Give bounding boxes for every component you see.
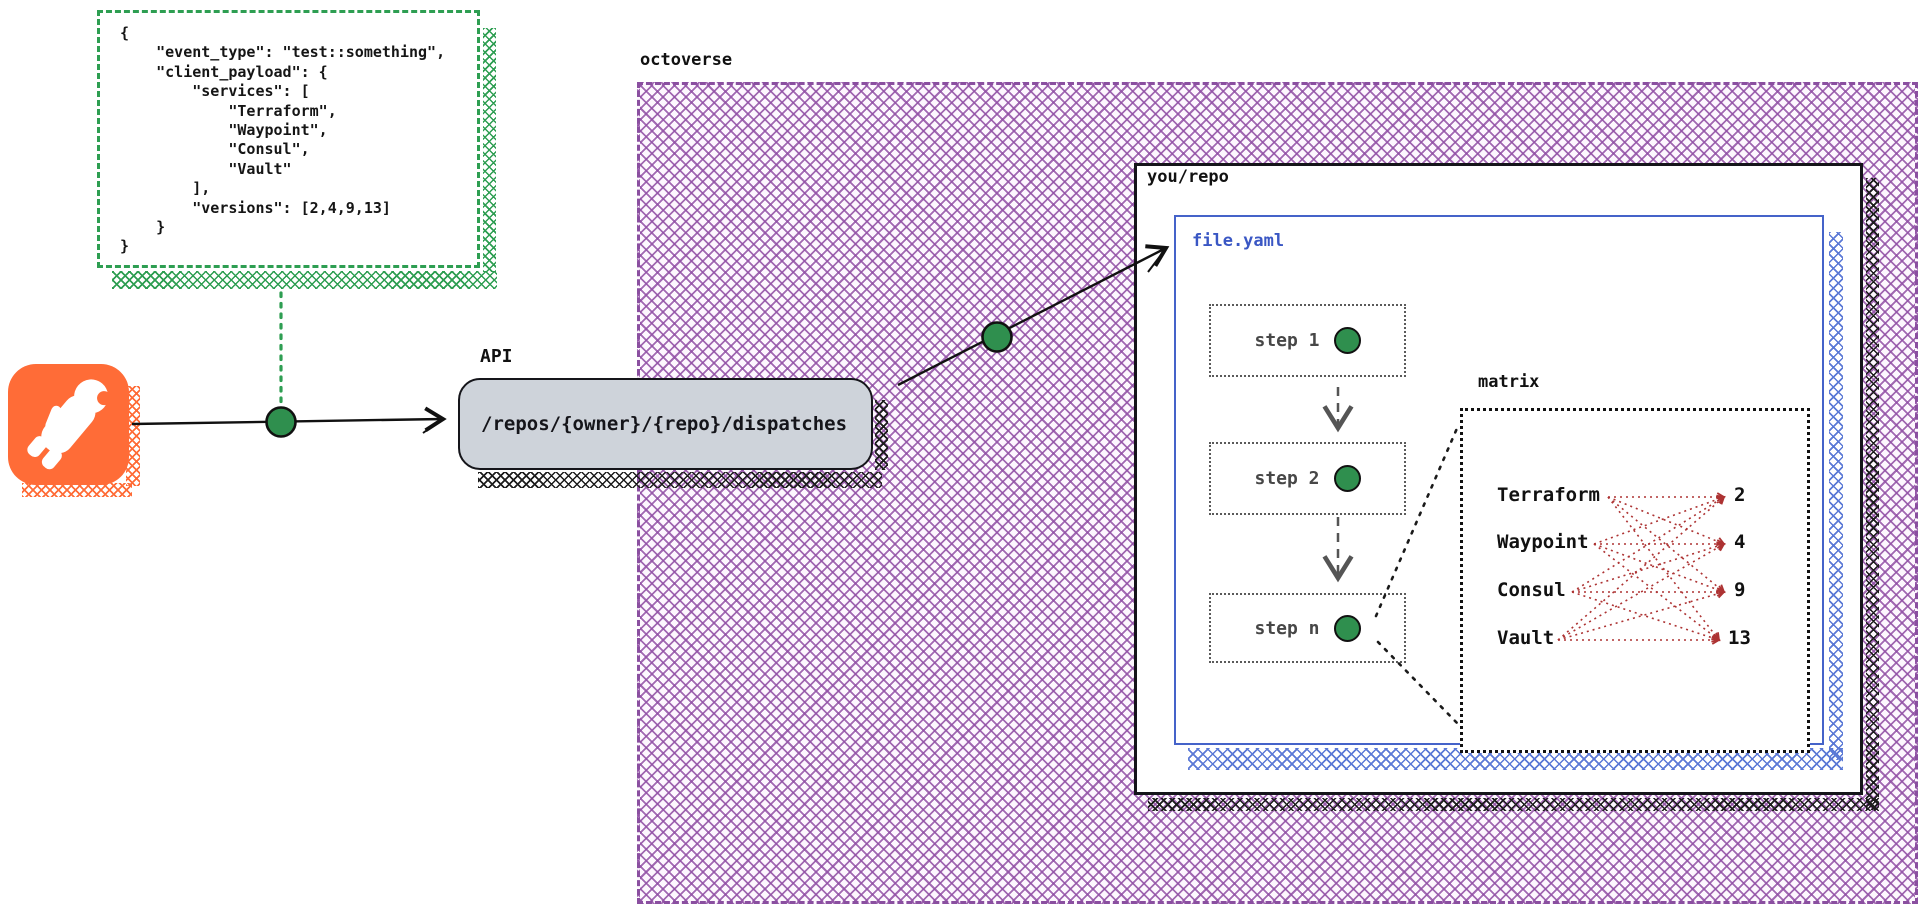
json-line: "Terraform", (120, 101, 337, 120)
json-line: "Consul", (120, 140, 310, 159)
json-box-shadow-bottom (112, 271, 497, 289)
json-line: "versions": [2,4,9,13] (120, 198, 391, 217)
postman-to-api-arrowhead-stroke (422, 419, 442, 434)
json-line: { (120, 24, 130, 42)
repo-label: you/repo (1147, 167, 1229, 187)
json-line: ], (120, 179, 211, 198)
step-label: step 1 (1254, 330, 1320, 351)
json-line: "event_type": "test::something", (120, 43, 446, 62)
step-box-1: step 1 (1209, 304, 1406, 377)
postman-icon (8, 364, 129, 485)
octoverse-label: octoverse (640, 50, 733, 70)
matrix-version-4: 4 (1734, 531, 1746, 553)
matrix-label: matrix (1478, 372, 1540, 392)
json-line: } (120, 237, 130, 256)
postman-astronaut-glyph (27, 379, 112, 470)
postman-shadow-bottom (22, 483, 132, 497)
api-endpoint-box: /repos/{owner}/{repo}/dispatches (458, 378, 873, 470)
step-box-n: step n (1209, 593, 1406, 663)
step-status-dot (1333, 327, 1361, 354)
step-status-dot (1333, 465, 1361, 492)
file-yaml-label: file.yaml (1192, 231, 1285, 251)
matrix-version-2: 2 (1734, 484, 1746, 506)
json-box-shadow-right (483, 28, 496, 272)
payload-event-dot (265, 406, 297, 438)
api-label: API (480, 346, 513, 367)
step-label: step n (1254, 617, 1320, 639)
matrix-version-13: 13 (1728, 627, 1751, 649)
api-endpoint-text: /repos/{owner}/{repo}/dispatches (481, 413, 848, 435)
matrix-service-consul: Consul (1497, 579, 1566, 601)
json-line: "Vault" (120, 159, 292, 178)
matrix-service-waypoint: Waypoint (1497, 531, 1589, 553)
json-line: "client_payload": { (120, 62, 328, 81)
matrix-service-terraform: Terraform (1497, 484, 1600, 506)
json-line: } (120, 218, 166, 237)
request-json-box: { "event_type": "test::something", "clie… (97, 10, 480, 268)
matrix-service-vault: Vault (1497, 627, 1555, 649)
json-line: "services": [ (120, 82, 310, 101)
step-box-2: step 2 (1209, 442, 1406, 515)
postman-to-api-arrow (131, 406, 447, 432)
step-status-dot (1333, 614, 1361, 642)
matrix-version-9: 9 (1734, 579, 1746, 601)
json-line: "Waypoint", (120, 121, 328, 140)
step-label: step 2 (1254, 468, 1320, 489)
